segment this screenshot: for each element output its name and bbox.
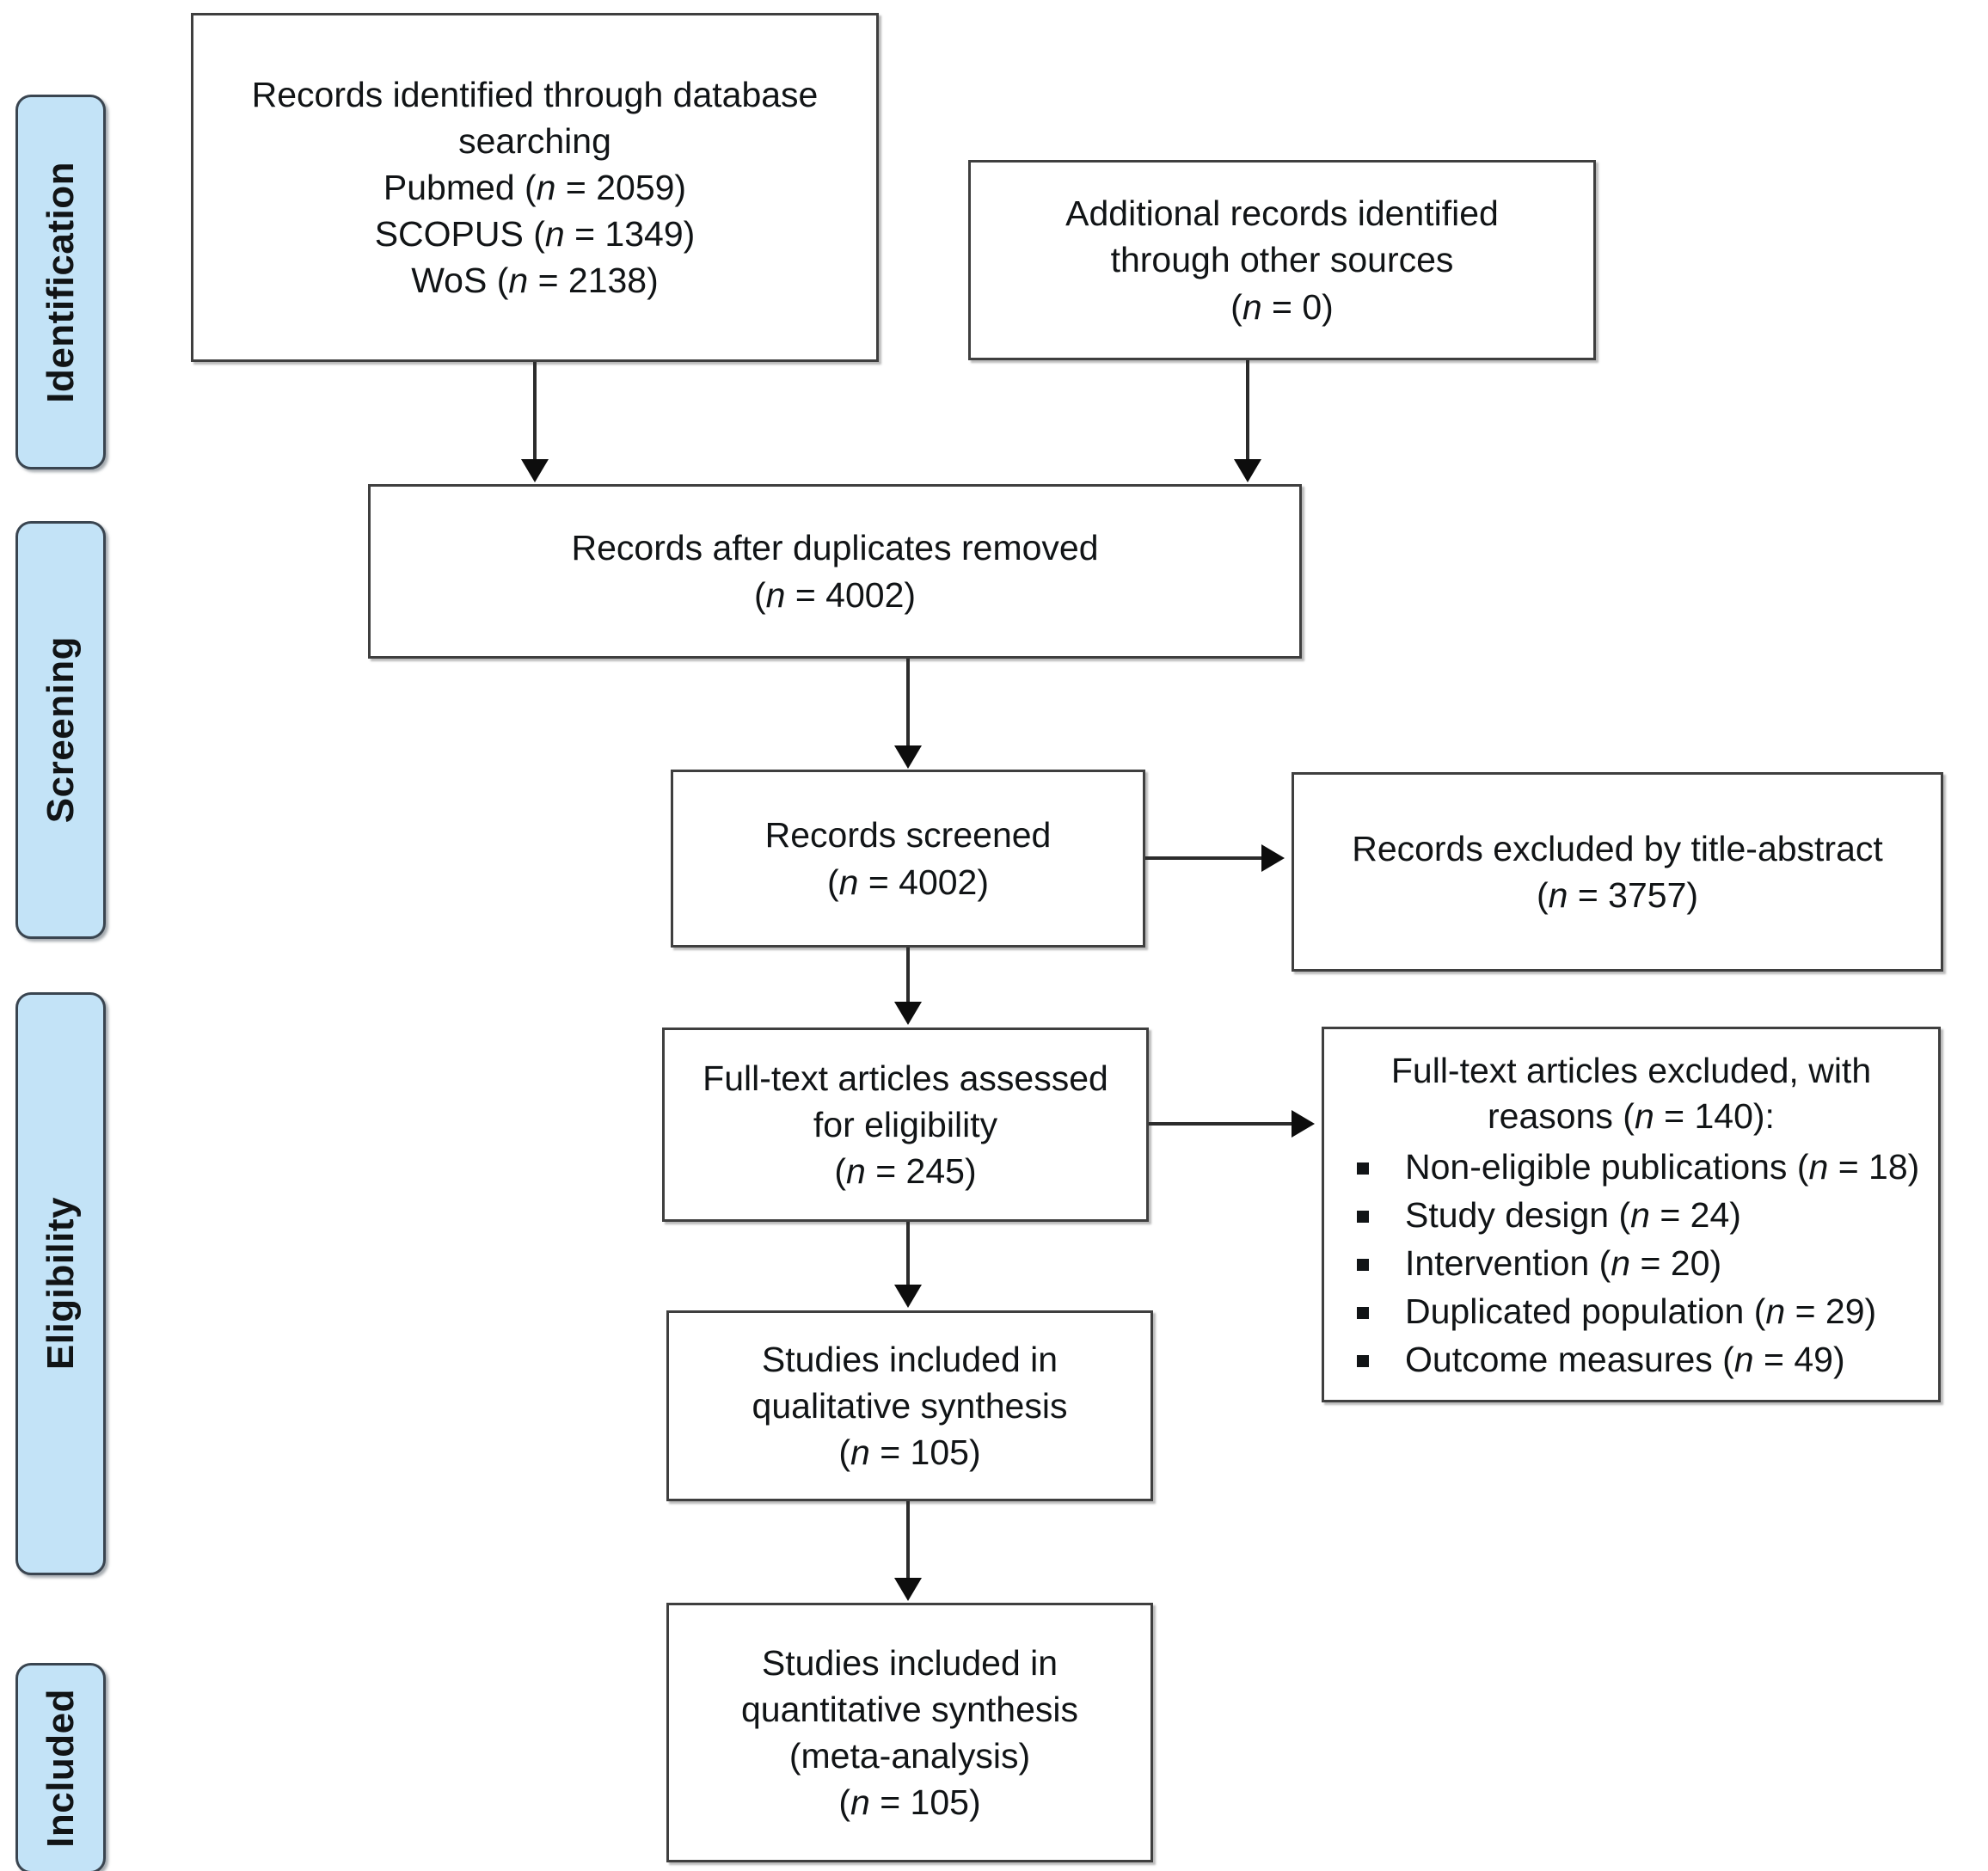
box-additional-records: Additional records identified through ot…: [968, 160, 1596, 360]
box-records-screened: Records screened (n = 4002): [671, 770, 1145, 948]
list-item: Duplicated population (n = 29): [1350, 1288, 1926, 1334]
list-item-label: Duplicated population (n = 29): [1405, 1291, 1877, 1331]
box-fulltext-assessed-eligibility-text: Full-text articles assessed for eligibil…: [703, 1058, 1108, 1192]
box-records-identified-database-text: Records identified through database sear…: [251, 74, 819, 301]
connector-fulltext-to-qualitative: [906, 1222, 910, 1285]
list-item: Study design (n = 24): [1350, 1192, 1926, 1238]
box-studies-quantitative-synthesis-text: Studies included in quantitative synthes…: [740, 1642, 1078, 1823]
box-studies-qualitative-synthesis: Studies included in qualitative synthesi…: [666, 1310, 1153, 1501]
connector-screened-to-excluded-title: [1145, 856, 1262, 860]
list-item: Intervention (n = 20): [1350, 1240, 1926, 1286]
stage-screening: Screening: [15, 521, 106, 939]
stage-identification: Identification: [15, 95, 106, 469]
square-bullet-icon: [1357, 1210, 1369, 1223]
stage-eligibility: Eligibility: [15, 992, 106, 1575]
box-records-after-duplicates-removed-text: Records after duplicates removed (n = 40…: [571, 528, 1099, 615]
box-records-screened-text: Records screened (n = 4002): [764, 815, 1052, 902]
box-additional-records-text: Additional records identified through ot…: [1065, 193, 1499, 327]
arrowhead-fulltext-to-qualitative: [894, 1285, 922, 1308]
connector-duplicates-to-screened: [906, 659, 910, 746]
stage-eligibility-label: Eligibility: [39, 1197, 82, 1371]
arrowhead-additional-to-duplicates: [1234, 459, 1261, 482]
square-bullet-icon: [1357, 1306, 1369, 1319]
arrowhead-screened-to-excluded-title: [1261, 844, 1285, 872]
box-fulltext-excluded-reasons: Full-text articles excluded, with reason…: [1322, 1027, 1941, 1402]
arrowhead-qualitative-to-quantitative: [894, 1578, 922, 1601]
list-item-label: Intervention (n = 20): [1405, 1242, 1722, 1283]
square-bullet-icon: [1357, 1162, 1369, 1175]
box-records-after-duplicates-removed: Records after duplicates removed (n = 40…: [368, 484, 1302, 659]
list-item-label: Study design (n = 24): [1405, 1194, 1741, 1235]
stage-screening-label: Screening: [39, 636, 82, 824]
list-item-label: Outcome measures (n = 49): [1405, 1340, 1845, 1380]
exclusion-reasons-list: Non-eligible publications (n = 18) Study…: [1336, 1144, 1926, 1383]
box-records-identified-database: Records identified through database sear…: [191, 13, 879, 362]
list-item-label: Non-eligible publications (n = 18): [1405, 1146, 1920, 1187]
box-studies-qualitative-synthesis-text: Studies included in qualitative synthesi…: [752, 1339, 1068, 1473]
arrowhead-fulltext-to-excluded-reasons: [1292, 1110, 1315, 1138]
stage-identification-label: Identification: [39, 161, 82, 403]
box-records-excluded-title-abstract: Records excluded by title-abstract (n = …: [1292, 772, 1943, 972]
square-bullet-icon: [1357, 1355, 1369, 1368]
square-bullet-icon: [1357, 1258, 1369, 1271]
connector-fulltext-to-excluded-reasons: [1149, 1122, 1292, 1126]
stage-included-label: Included: [39, 1689, 82, 1848]
arrowhead-database-to-duplicates: [521, 459, 549, 482]
connector-screened-to-fulltext: [906, 948, 910, 1003]
box-fulltext-excluded-reasons-heading: Full-text articles excluded, with reason…: [1390, 1051, 1872, 1137]
connector-qualitative-to-quantitative: [906, 1501, 910, 1579]
box-records-excluded-title-abstract-text: Records excluded by title-abstract (n = …: [1352, 828, 1883, 915]
connector-database-to-duplicates: [533, 362, 537, 460]
box-fulltext-assessed-eligibility: Full-text articles assessed for eligibil…: [662, 1028, 1149, 1222]
arrowhead-screened-to-fulltext: [894, 1002, 922, 1025]
arrowhead-duplicates-to-screened: [894, 745, 922, 769]
stage-included: Included: [15, 1663, 106, 1871]
list-item: Outcome measures (n = 49): [1350, 1336, 1926, 1383]
list-item: Non-eligible publications (n = 18): [1350, 1144, 1926, 1190]
connector-additional-to-duplicates: [1246, 360, 1249, 460]
box-studies-quantitative-synthesis: Studies included in quantitative synthes…: [666, 1603, 1153, 1862]
